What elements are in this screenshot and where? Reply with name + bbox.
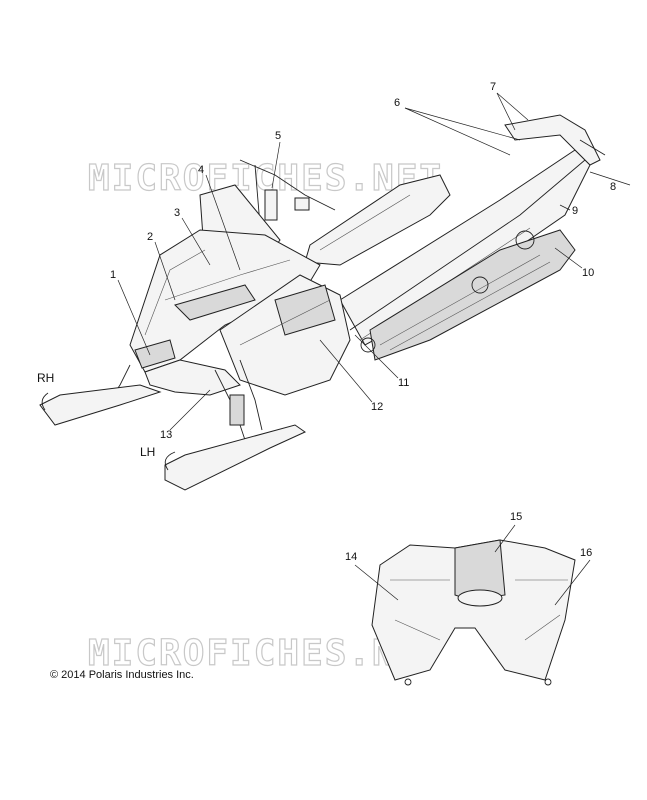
callout-3: 3 — [174, 207, 180, 219]
copyright-text: © 2014 Polaris Industries Inc. — [50, 669, 194, 681]
callout-5: 5 — [275, 130, 281, 142]
callout-9: 9 — [572, 205, 578, 217]
callout-13: 13 — [160, 429, 172, 441]
callout-15: 15 — [510, 511, 522, 523]
rh-label: RH — [37, 371, 54, 385]
leader-lines — [117, 92, 631, 431]
callout-2: 2 — [147, 231, 153, 243]
lh-label: LH — [140, 445, 155, 459]
callout-4: 4 — [198, 164, 204, 176]
callout-16: 16 — [580, 547, 592, 559]
callout-7: 7 — [490, 81, 496, 93]
snowmobile-illustration — [39, 114, 606, 491]
callout-6: 6 — [394, 97, 400, 109]
hood-detail-illustration — [371, 539, 576, 686]
callout-14: 14 — [345, 551, 357, 563]
callout-1: 1 — [110, 269, 116, 281]
callout-10: 10 — [582, 267, 594, 279]
callout-11: 11 — [398, 377, 409, 389]
callout-8: 8 — [610, 181, 616, 193]
callout-12: 12 — [371, 401, 383, 413]
hood-leader-lines — [354, 524, 591, 606]
